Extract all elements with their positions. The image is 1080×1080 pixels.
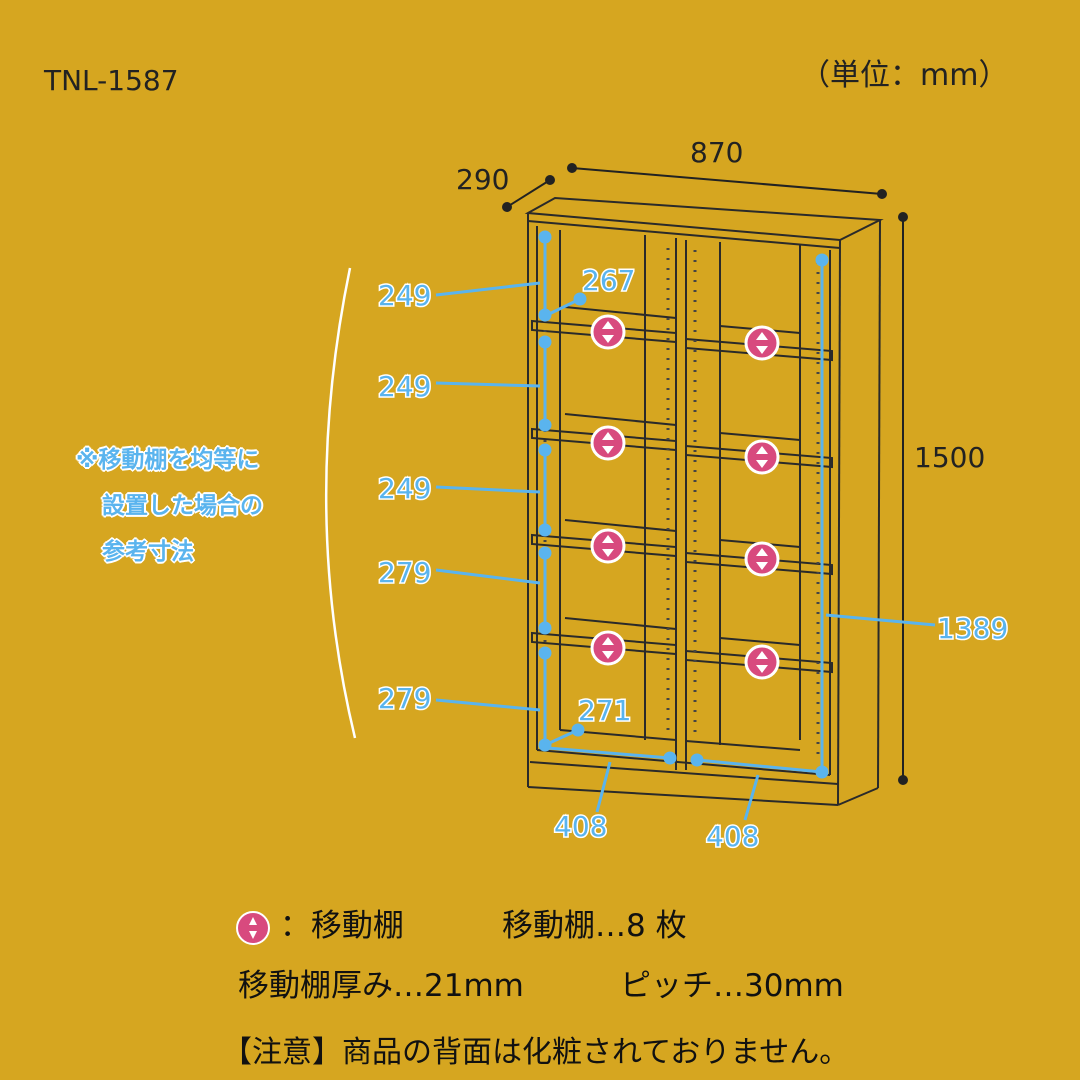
- up-down-arrows-icon: [590, 425, 626, 461]
- caution-note: 【注意】商品の背面は化粧されておりません。: [222, 1035, 850, 1070]
- dimension-249-b: 249: [378, 370, 431, 403]
- legend-row-2: 移動棚厚み…21mm ピッチ…30mm: [238, 960, 938, 1004]
- up-down-arrows-icon: [744, 439, 780, 475]
- note-line-1: ※移動棚を均等に: [76, 447, 260, 473]
- note-brace: [324, 267, 357, 739]
- width-dimension: 870: [690, 136, 743, 169]
- note-line-2: 設置した場合の: [102, 493, 263, 519]
- outer-dimension-lines: [502, 163, 908, 785]
- inner-dimension-lines: [538, 230, 829, 779]
- callout-leader-lines: [435, 281, 936, 821]
- up-down-arrows-icon: [590, 630, 626, 666]
- up-down-arrows-icon: [744, 325, 780, 361]
- hole-pitch: ピッチ…30mm: [620, 968, 844, 1004]
- shelf-thickness: 移動棚厚み…21mm: [238, 968, 524, 1004]
- movable-shelf-markers: [590, 314, 780, 680]
- up-down-arrows-icon: [236, 910, 270, 945]
- dimension-labels: 249 249 249 279 279 267 271 1389 408 408: [377, 263, 1010, 855]
- dimension-271: 271: [578, 694, 631, 727]
- legend-row-1: ：移動棚 移動棚…8 枚: [236, 900, 836, 945]
- height-dimension: 1500: [914, 441, 985, 474]
- dimension-408-right: 408: [706, 820, 759, 853]
- shelf-pin-holes: [543, 240, 820, 760]
- dimension-408-left: 408: [554, 810, 607, 843]
- bookshelf-body: [524, 196, 884, 806]
- dimension-279-b: 279: [378, 682, 431, 715]
- dimension-249-a: 249: [378, 279, 431, 312]
- up-down-arrows-icon: [744, 541, 780, 577]
- dimension-279-a: 279: [378, 556, 431, 589]
- up-down-arrows-icon: [744, 644, 780, 680]
- unit-label: （単位：mm）: [800, 58, 1008, 93]
- legend-icon-label: ：移動棚: [279, 908, 404, 944]
- model-number: TNL-1587: [43, 64, 179, 97]
- reference-note: ※移動棚を均等に 設置した場合の 参考寸法: [76, 437, 336, 575]
- dimension-267: 267: [582, 264, 635, 297]
- shelf-count: 移動棚…8 枚: [502, 908, 687, 944]
- up-down-arrows-icon: [590, 314, 626, 350]
- note-line-3: 参考寸法: [102, 539, 194, 565]
- depth-dimension: 290: [456, 163, 509, 196]
- up-down-arrows-icon: [590, 528, 626, 564]
- dimension-249-c: 249: [378, 472, 431, 505]
- dimension-1389: 1389: [937, 612, 1008, 645]
